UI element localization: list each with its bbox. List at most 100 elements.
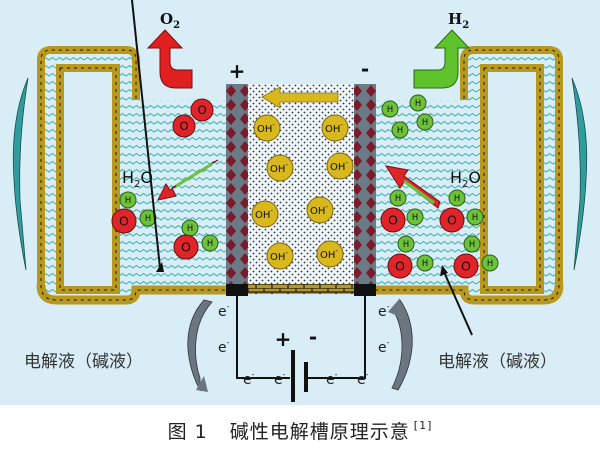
electrolyte-pointer-right bbox=[440, 265, 473, 336]
battery-plus: + bbox=[275, 327, 292, 351]
svg-text:H: H bbox=[422, 117, 428, 127]
svg-text:H: H bbox=[207, 238, 213, 248]
electron-label: e- bbox=[357, 370, 369, 388]
ion-label: OH- bbox=[325, 121, 343, 135]
hydrogen-atom: H bbox=[409, 94, 427, 112]
ion-label: OH- bbox=[330, 159, 348, 173]
cathode-sign: - bbox=[361, 57, 369, 81]
electrolyte-label-right: 电解液（碱液） bbox=[438, 352, 557, 372]
hydrogen-atom: H bbox=[201, 234, 219, 252]
ion-flow-arrow bbox=[261, 86, 339, 109]
hydroxide-ion: OH- bbox=[251, 200, 279, 228]
electron-label: e- bbox=[378, 302, 390, 320]
svg-text:H: H bbox=[387, 104, 393, 114]
electrolyte-label-left: 电解液（碱液） bbox=[24, 352, 143, 372]
hydroxide-ion: OH- bbox=[316, 240, 344, 268]
anode-sign: + bbox=[229, 59, 246, 83]
electron-label: e- bbox=[218, 338, 230, 356]
svg-text:H: H bbox=[415, 98, 421, 108]
svg-text:O: O bbox=[395, 259, 405, 274]
reference-marker: [1] bbox=[413, 419, 433, 432]
hydroxide-ion: OH- bbox=[326, 152, 354, 180]
svg-text:H: H bbox=[412, 212, 418, 222]
ion-label: OH- bbox=[270, 161, 288, 175]
hydrogen-atom: H bbox=[466, 208, 484, 226]
water-label-right: H2O bbox=[450, 168, 481, 190]
hydrogen-atom: H bbox=[448, 189, 466, 207]
electron-label: e- bbox=[274, 370, 286, 388]
hydrogen-atom: H bbox=[181, 219, 199, 237]
svg-text:H: H bbox=[403, 239, 409, 249]
anode-terminal bbox=[226, 284, 248, 296]
electron-flow-arrow-right bbox=[391, 299, 413, 391]
hydrogen-atom: H bbox=[416, 113, 434, 131]
cathode-terminal bbox=[354, 284, 376, 296]
svg-text:O: O bbox=[388, 213, 398, 228]
hydroxide-ion: OH- bbox=[253, 114, 281, 142]
hydrogen-atom: H bbox=[391, 121, 409, 139]
svg-text:O: O bbox=[181, 240, 191, 255]
oxygen-atom: O bbox=[172, 114, 196, 138]
battery-minus: - bbox=[309, 325, 317, 349]
ion-label: OH- bbox=[255, 207, 273, 221]
hydrogen-label: H2 bbox=[448, 10, 469, 31]
hydrogen-atom: H bbox=[397, 235, 415, 253]
hydrogen-atom: H bbox=[481, 254, 499, 272]
cathode-electrode bbox=[354, 84, 376, 286]
hydrogen-atom: H bbox=[416, 254, 434, 272]
svg-text:O: O bbox=[461, 259, 471, 274]
ion-label: OH- bbox=[270, 249, 288, 263]
electrolyte-pointer-left bbox=[131, 0, 164, 272]
svg-text:H: H bbox=[187, 223, 193, 233]
oxygen-label: O2 bbox=[160, 10, 180, 31]
svg-text:H: H bbox=[125, 195, 131, 205]
electron-label: e- bbox=[243, 370, 255, 388]
anode-reaction-arrow bbox=[157, 159, 219, 201]
hydrogen-atom: H bbox=[381, 100, 399, 118]
svg-text:H: H bbox=[469, 239, 475, 249]
oxygen-atom: O bbox=[439, 207, 465, 233]
figure-caption: 图 1 碱性电解槽原理示意[1] bbox=[0, 417, 600, 444]
oxygen-atom: O bbox=[173, 234, 199, 260]
oxygen-atom: O bbox=[190, 98, 214, 122]
hydroxide-ion: OH- bbox=[266, 242, 294, 270]
electron-label: e- bbox=[218, 302, 230, 320]
svg-text:H: H bbox=[145, 213, 151, 223]
hydroxide-ion: OH- bbox=[306, 196, 334, 224]
figure-number: 图 1 bbox=[167, 421, 208, 443]
svg-text:O: O bbox=[197, 103, 206, 117]
hydroxide-ions: OH- OH- OH- OH- OH- OH- OH- OH- bbox=[251, 114, 354, 270]
svg-text:O: O bbox=[447, 213, 457, 228]
hydroxide-ion: OH- bbox=[321, 114, 349, 142]
ion-label: OH- bbox=[257, 121, 275, 135]
electron-label: e- bbox=[326, 370, 338, 388]
svg-text:O: O bbox=[179, 119, 188, 133]
hydrogen-release-arrow bbox=[413, 29, 471, 89]
svg-text:H: H bbox=[395, 193, 401, 203]
hydrogen-atom: H bbox=[389, 189, 407, 207]
svg-text:H: H bbox=[397, 125, 403, 135]
electron-flow-arrow-left bbox=[187, 299, 213, 392]
circulation-arrow-left bbox=[12, 77, 29, 271]
hydrogen-atom: H bbox=[406, 208, 424, 226]
oxygen-release-arrow bbox=[146, 29, 193, 89]
svg-text:H: H bbox=[422, 258, 428, 268]
hydrogen-atom: H bbox=[119, 191, 137, 209]
cathode-reaction-arrow bbox=[384, 165, 441, 209]
svg-text:H: H bbox=[454, 193, 460, 203]
svg-text:O: O bbox=[119, 214, 129, 229]
anode-electrode bbox=[226, 84, 248, 286]
oxygen-atom: O bbox=[453, 253, 479, 279]
cell-base bbox=[226, 284, 374, 294]
circulation-arrow-right bbox=[571, 77, 588, 271]
figure-title: 碱性电解槽原理示意 bbox=[229, 421, 410, 443]
svg-text:H: H bbox=[472, 212, 478, 222]
oxygen-atom: O bbox=[380, 207, 406, 233]
ion-label: OH- bbox=[310, 203, 328, 217]
svg-text:H: H bbox=[487, 258, 493, 268]
oxygen-atom: O bbox=[387, 253, 413, 279]
electron-label: e- bbox=[378, 338, 390, 356]
